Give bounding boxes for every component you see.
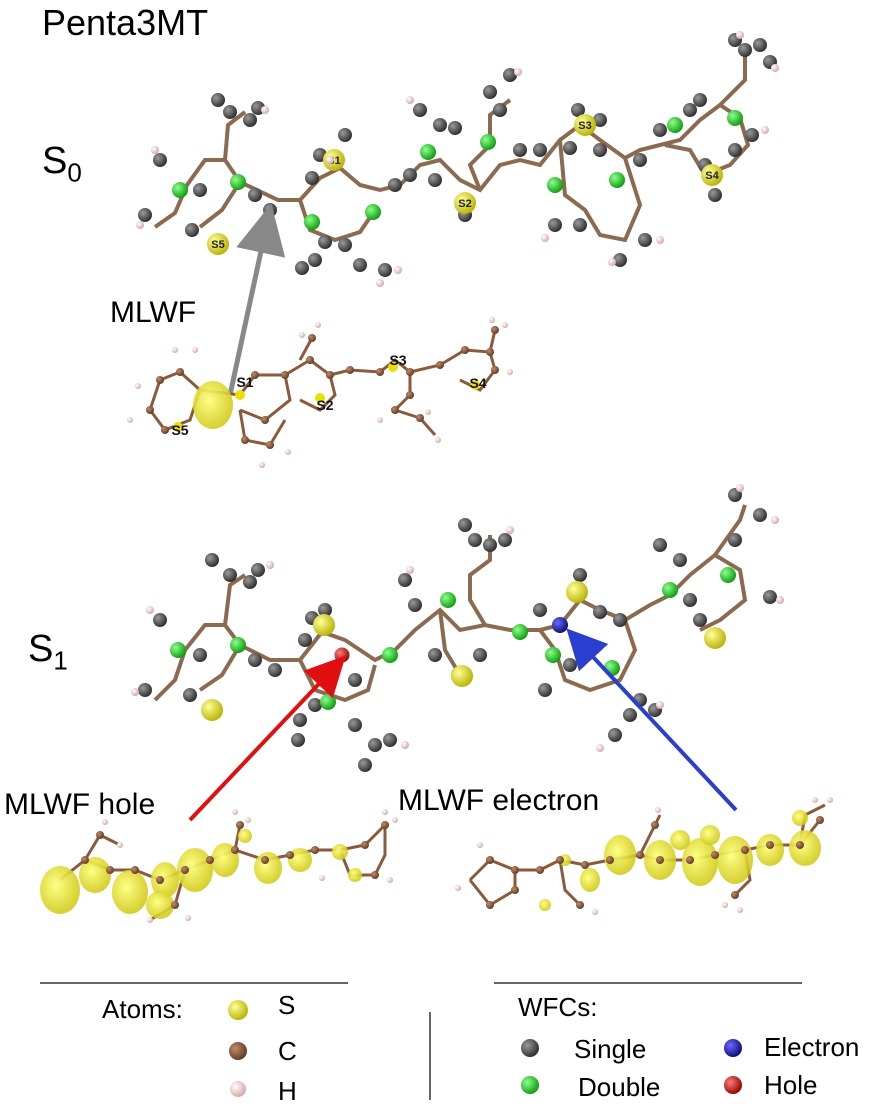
legend-hole-marker <box>724 1076 742 1094</box>
mlwf-electron-label: MLWF electron <box>398 784 600 817</box>
mlwf-electron-molecule <box>455 797 833 915</box>
mlwf-molecule: S1 S2 S3 S4 S5 <box>127 317 513 468</box>
electron-wfc <box>552 617 568 633</box>
mlwf-hole-label: MLWF hole <box>4 788 156 821</box>
mlwf-arrow <box>227 203 286 396</box>
s0-sulfur-label-s2: S2 <box>458 198 471 210</box>
mlwf-sulfur-label-s3: S3 <box>389 352 406 368</box>
legend-atom-h: H <box>278 1076 297 1106</box>
legend-atoms <box>228 1000 248 1097</box>
legend-hydrogen-marker <box>230 1081 246 1097</box>
mlwf-sulfur-label-s2: S2 <box>316 397 333 413</box>
legend-single-marker <box>521 1039 539 1057</box>
mlwf-hole-molecule <box>40 809 398 923</box>
legend-atom-s: S <box>278 990 296 1020</box>
mlwf-sulfur-label-s5: S5 <box>171 422 188 438</box>
legend-atoms-title: Atoms: <box>102 994 183 1024</box>
figure-title: Penta3MT <box>42 2 209 43</box>
legend-wfc-single: Single <box>574 1034 647 1064</box>
legend-double-marker <box>521 1076 539 1094</box>
mlwf-label: MLWF <box>110 296 197 329</box>
electron-arrow <box>566 628 738 812</box>
legend-wfcs-title: WFCs: <box>518 992 598 1022</box>
legend-wfc-electron: Electron <box>764 1032 860 1062</box>
hole-wfc <box>333 646 351 664</box>
s1-molecule <box>131 484 784 772</box>
s0-molecule: S1 S2 S3 S4 S5 <box>136 31 779 287</box>
hole-arrow <box>188 655 346 822</box>
s0-sulfur-label-s3: S3 <box>578 120 591 132</box>
legend-atom-c: C <box>278 1036 297 1066</box>
mlwf-sulfur-label-s4: S4 <box>469 375 486 391</box>
legend-wfc-double: Double <box>578 1072 661 1102</box>
s0-sulfur-label-s5: S5 <box>211 239 224 251</box>
legend-electron-marker <box>724 1039 742 1057</box>
legend-sulfur-marker <box>228 1000 248 1020</box>
legend-wfcs <box>521 1039 742 1094</box>
state-s1-label: S1 <box>28 628 68 676</box>
legend-wfc-hole: Hole <box>764 1070 818 1100</box>
state-s0-label: S0 <box>42 140 82 188</box>
s0-sulfur-label-s4: S4 <box>705 170 719 182</box>
legend-carbon-marker <box>229 1042 247 1060</box>
mlwf-sulfur-label-s1: S1 <box>236 374 253 390</box>
